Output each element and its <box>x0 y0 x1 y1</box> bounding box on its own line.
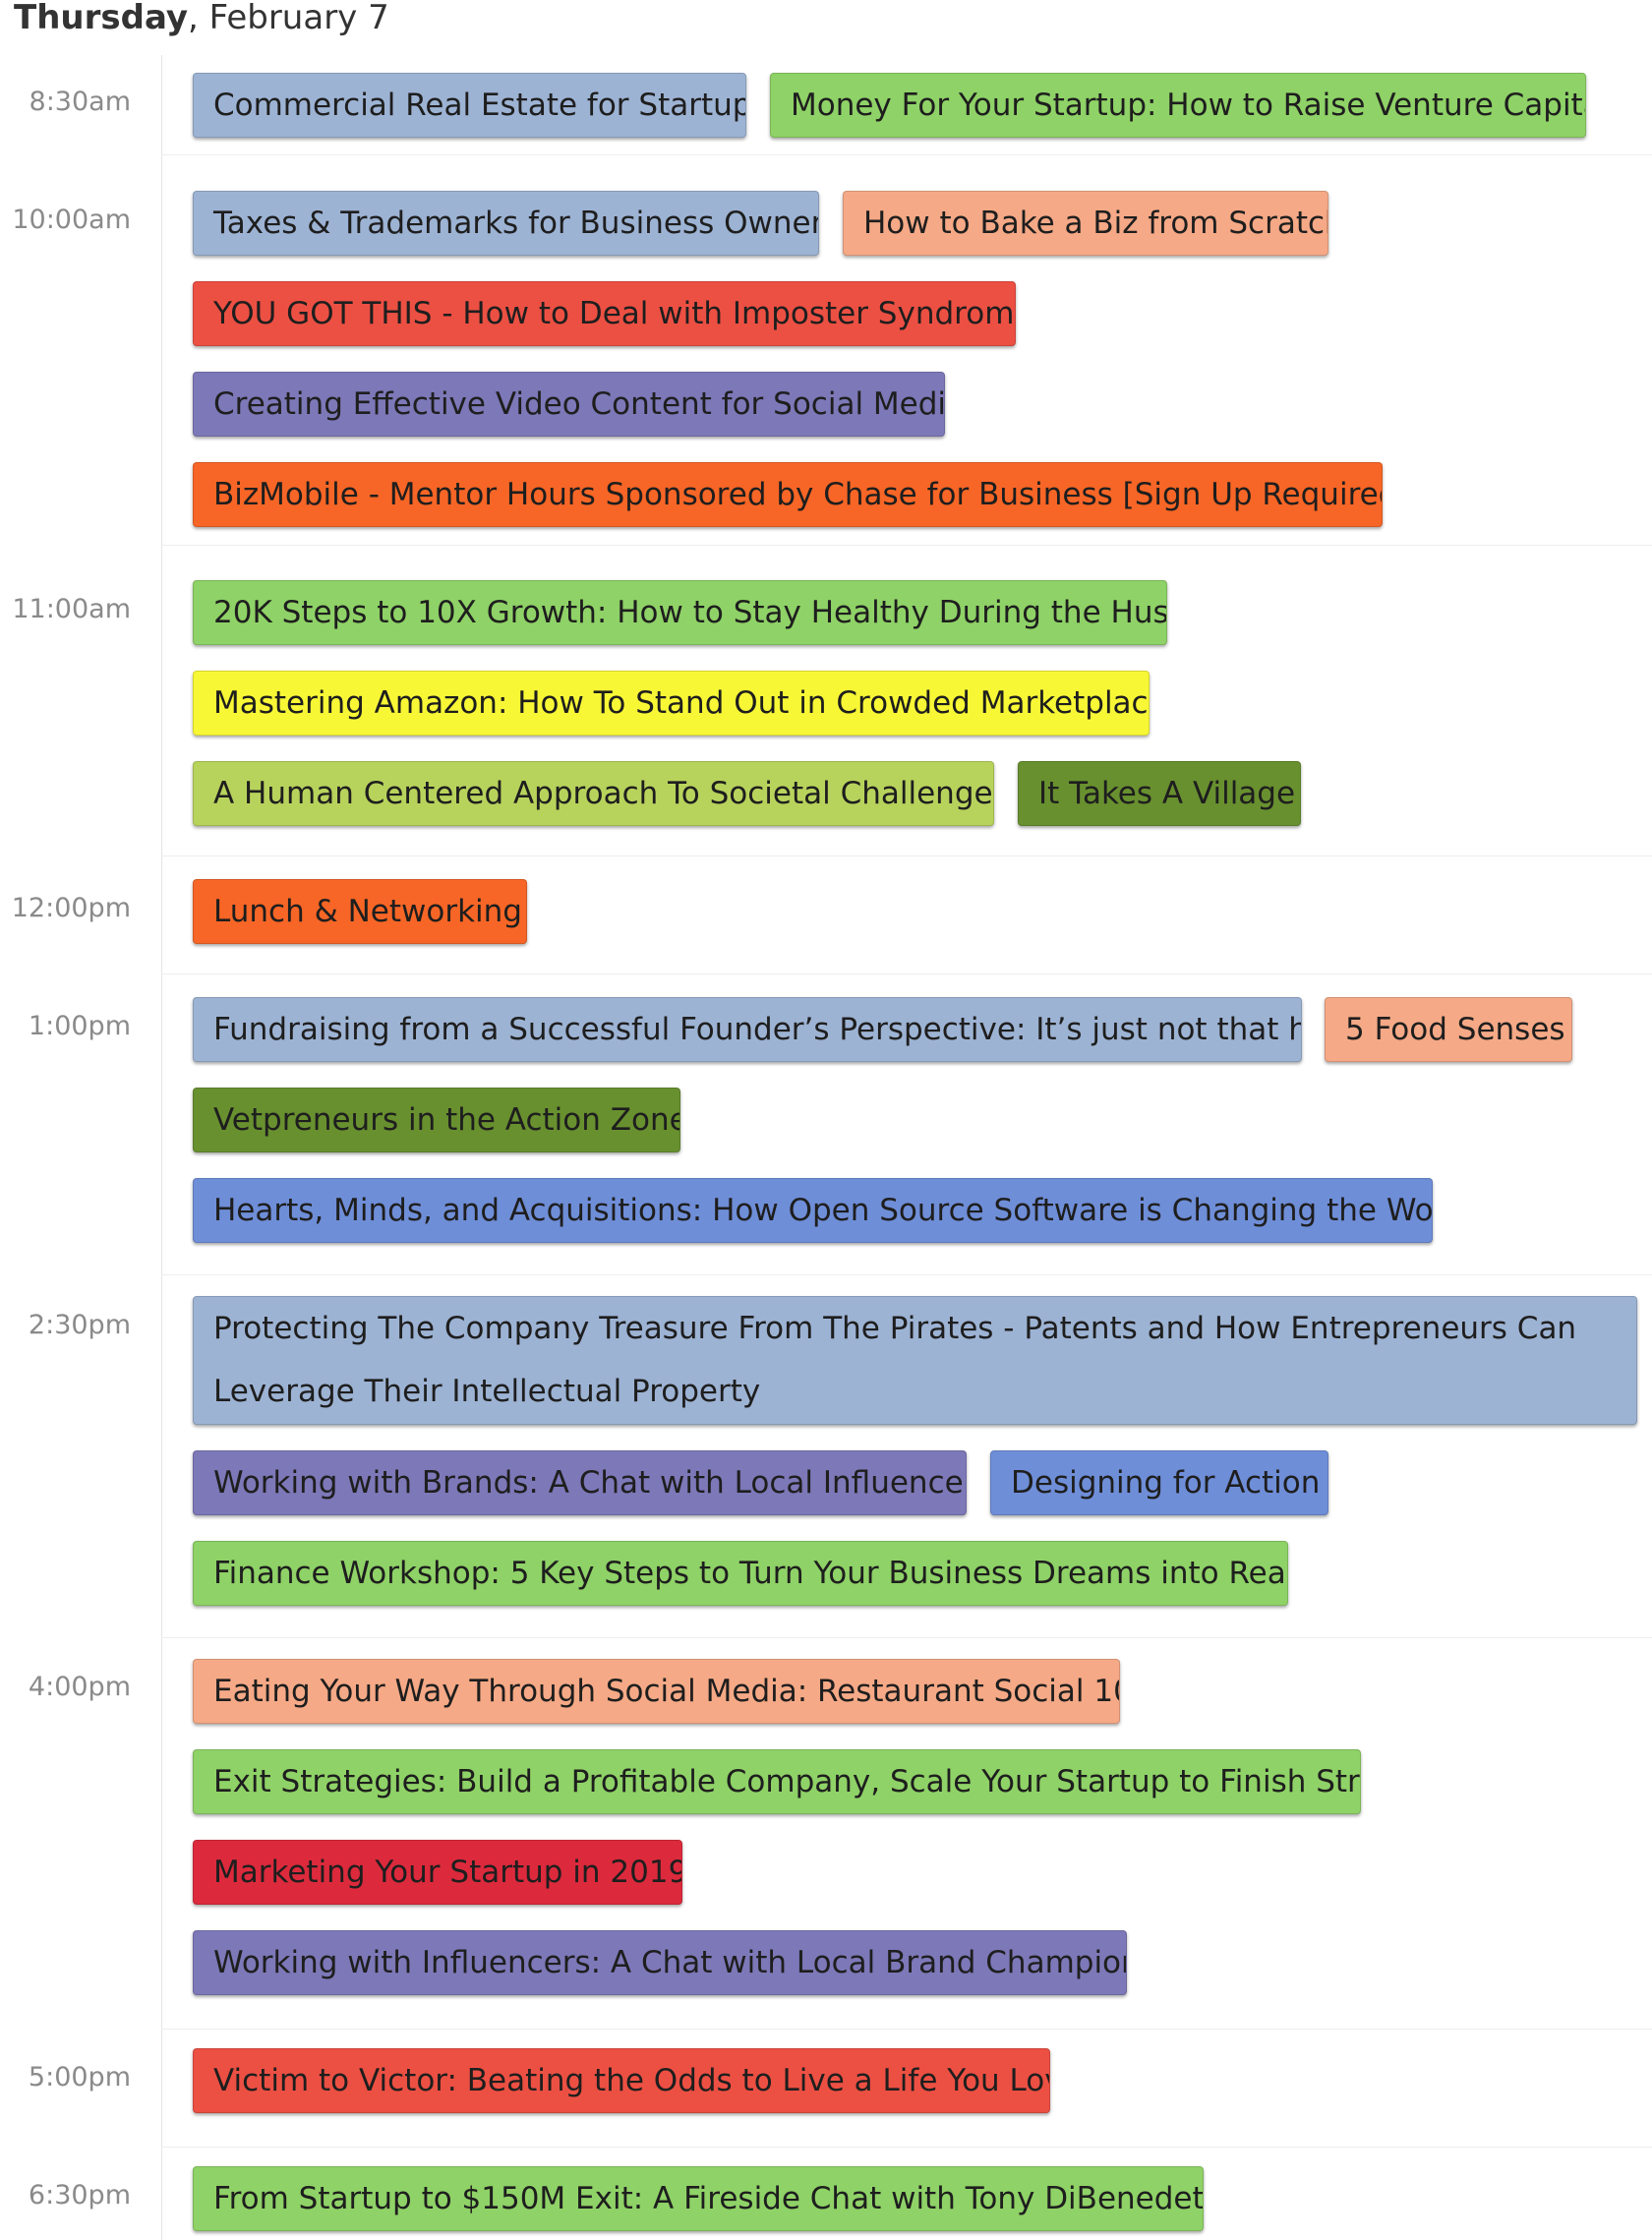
event-chip[interactable]: Protecting The Company Treasure From The… <box>193 1296 1637 1425</box>
time-label: 5:00pm <box>28 2062 131 2093</box>
event-chip[interactable]: Working with Influencers: A Chat with Lo… <box>193 1930 1127 1995</box>
day-name: Thursday <box>14 0 189 37</box>
time-label: 6:30pm <box>28 2180 131 2211</box>
event-chip[interactable]: Mastering Amazon: How To Stand Out in Cr… <box>193 671 1150 736</box>
event-chip[interactable]: A Human Centered Approach To Societal Ch… <box>193 761 994 826</box>
event-chip[interactable]: Creating Effective Video Content for Soc… <box>193 372 945 437</box>
day-header: Thursday, February 7 <box>14 0 389 35</box>
event-chip[interactable]: Vetpreneurs in the Action Zone <box>193 1088 680 1152</box>
event-chip[interactable]: Money For Your Startup: How to Raise Ven… <box>770 73 1586 138</box>
event-chip[interactable]: 5 Food Senses <box>1325 997 1572 1062</box>
event-chip[interactable]: Designing for Action <box>990 1450 1328 1515</box>
event-chip[interactable]: It Takes A Village <box>1018 761 1301 826</box>
time-label: 8:30am <box>29 87 131 117</box>
time-label: 10:00am <box>12 205 131 235</box>
event-chip[interactable]: Marketing Your Startup in 2019 <box>193 1840 682 1905</box>
event-chip[interactable]: Lunch & Networking <box>193 879 527 944</box>
time-label: 12:00pm <box>11 893 131 923</box>
event-chip[interactable]: From Startup to $150M Exit: A Fireside C… <box>193 2166 1204 2231</box>
event-chip[interactable]: Commercial Real Estate for Startups <box>193 73 746 138</box>
separator <box>161 2147 1652 2148</box>
separator <box>161 973 1652 974</box>
time-label: 1:00pm <box>28 1011 131 1041</box>
timeline-divider <box>161 55 162 2240</box>
event-chip[interactable]: BizMobile - Mentor Hours Sponsored by Ch… <box>193 462 1383 527</box>
event-chip[interactable]: Hearts, Minds, and Acquisitions: How Ope… <box>193 1178 1433 1243</box>
date-label: , February 7 <box>188 0 389 37</box>
separator <box>161 545 1652 546</box>
event-chip[interactable]: Exit Strategies: Build a Profitable Comp… <box>193 1749 1361 1814</box>
event-chip[interactable]: Eating Your Way Through Social Media: Re… <box>193 1659 1120 1724</box>
event-chip[interactable]: YOU GOT THIS - How to Deal with Imposter… <box>193 281 1016 346</box>
separator <box>161 1274 1652 1275</box>
time-label: 11:00am <box>12 594 131 624</box>
event-chip[interactable]: Taxes & Trademarks for Business Owners <box>193 191 819 256</box>
event-chip[interactable]: Working with Brands: A Chat with Local I… <box>193 1450 967 1515</box>
separator <box>161 1637 1652 1638</box>
event-chip[interactable]: Fundraising from a Successful Founder’s … <box>193 997 1302 1062</box>
event-chip[interactable]: How to Bake a Biz from Scratch <box>843 191 1328 256</box>
time-label: 2:30pm <box>28 1310 131 1340</box>
event-chip[interactable]: Victim to Victor: Beating the Odds to Li… <box>193 2048 1050 2113</box>
event-chip[interactable]: Finance Workshop: 5 Key Steps to Turn Yo… <box>193 1541 1288 1606</box>
time-label: 4:00pm <box>28 1672 131 1702</box>
event-chip[interactable]: 20K Steps to 10X Growth: How to Stay Hea… <box>193 580 1167 645</box>
separator <box>161 855 1652 856</box>
separator <box>161 154 1652 155</box>
separator <box>161 2029 1652 2030</box>
